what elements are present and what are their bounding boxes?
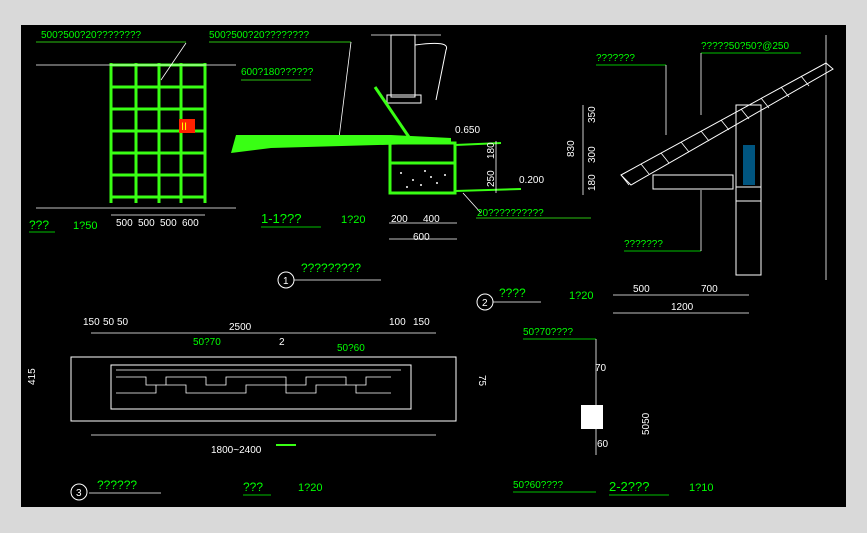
- plan-dim-2: 500: [138, 218, 155, 229]
- section-2-2: 50?70???? 70 60 5050 50?60???? 2-2??? 1?…: [513, 327, 713, 496]
- s22-label-bottom: 50?60????: [513, 480, 563, 491]
- lintel-frame: [70, 356, 457, 422]
- d3-dim-3: 50: [117, 317, 129, 328]
- roof-dim-h-total: 1200: [671, 302, 694, 313]
- d3-height: 415: [27, 368, 38, 385]
- section11-label-bottom: 20??????????: [477, 208, 544, 219]
- column-base: [386, 94, 422, 104]
- s22-d70: 70: [595, 363, 607, 374]
- cad-drawing-canvas[interactable]: II 500?500?20???????? 500 500 500 600 ??…: [21, 25, 846, 507]
- s22-label-top: 50?70????: [523, 327, 573, 338]
- roof-slope: [620, 62, 834, 186]
- dim-v-2: 250: [486, 170, 497, 187]
- beam-box: [652, 174, 734, 190]
- d3-bottom: 1800~2400: [211, 445, 262, 456]
- roof-dim-h-1: 500: [633, 284, 650, 295]
- roof-dim-3: 180: [587, 174, 598, 191]
- roof-note-bottom: ???????: [624, 239, 663, 250]
- d3-label-b: 50?60: [337, 343, 365, 354]
- ground: [454, 142, 502, 146]
- cad-drawing: II 500?500?20???????? 500 500 500 600 ??…: [27, 30, 834, 501]
- d3-dim-4: 2500: [229, 322, 252, 333]
- detail2-scale: 1?20: [569, 290, 593, 302]
- elev-1: 0.650: [455, 125, 480, 136]
- plan-view: II 500?500?20???????? 500 500 500 600 ??…: [29, 30, 236, 233]
- dim-h-1: 200: [391, 214, 408, 225]
- section11-scale: 1?20: [341, 214, 365, 226]
- roof-dim-h-2: 700: [701, 284, 718, 295]
- plan-dim-1: 500: [116, 218, 133, 229]
- detail1-label: ?????????: [301, 261, 361, 275]
- section11-title: 1-1???: [261, 211, 301, 226]
- detail2-number: 2: [482, 298, 488, 309]
- s22-d5050: 5050: [641, 412, 652, 435]
- detail-3-elevation: 150 50 50 2500 100 150 50?70 50?60 2 415…: [27, 317, 487, 501]
- d3-dim-2: 50: [103, 317, 115, 328]
- column-glass: [743, 145, 755, 185]
- plan-scale-name: ???: [29, 218, 49, 232]
- dim-h-2: 400: [423, 214, 440, 225]
- detail3-circle: [70, 483, 88, 501]
- d3-dim-6: 150: [413, 317, 430, 328]
- detail-1-label: 1 ?????????: [277, 261, 381, 289]
- detail1-number: 1: [283, 276, 289, 287]
- detail3-number: 3: [76, 488, 82, 499]
- detail3-scale: 1?20: [298, 482, 322, 494]
- d3-label-a: 50?70: [193, 337, 221, 348]
- strut: [373, 86, 415, 144]
- fretwork: [116, 369, 401, 394]
- s22-title: 2-2???: [609, 479, 649, 494]
- roof-dim-1: 350: [587, 106, 598, 123]
- detail2-label: ????: [499, 286, 526, 300]
- plan-label-top: 500?500?20????????: [41, 30, 142, 41]
- leader: [462, 192, 482, 214]
- column-band: [735, 186, 762, 202]
- leader: [338, 41, 352, 139]
- dim-v-1: 180: [486, 142, 497, 159]
- dim-total: 600: [413, 232, 430, 243]
- section-1-1: 500?500?20???????? 600?180?????? 0.650 0…: [209, 30, 591, 243]
- column: [390, 34, 416, 98]
- plan-scale: 1?50: [73, 220, 97, 232]
- section11-label-mid: 600?180??????: [241, 67, 314, 78]
- section11-label-top: 500?500?20????????: [209, 30, 310, 41]
- footing-top: [388, 141, 457, 165]
- beam: [231, 135, 451, 153]
- leader-line: [160, 42, 187, 81]
- roof-column: [735, 104, 762, 276]
- d3-dim-5: 100: [389, 317, 406, 328]
- roof-dim-total: 830: [566, 140, 577, 157]
- elev-2: 0.200: [519, 175, 544, 186]
- lintel-inner: [110, 364, 412, 410]
- d3-dim-1: 150: [83, 317, 100, 328]
- bracket: [414, 42, 448, 101]
- plan-dim-3: 500: [160, 218, 177, 229]
- ground: [454, 188, 522, 192]
- plan-dim-4: 600: [182, 218, 199, 229]
- d3-cut: 2: [279, 337, 285, 348]
- detail3-name: ???: [243, 480, 263, 494]
- s22-scale: 1?10: [689, 482, 713, 494]
- detail3-label: ??????: [97, 478, 137, 492]
- plan-mark: II: [181, 121, 187, 133]
- s22-profile: [581, 405, 603, 429]
- s22-d60: 60: [597, 439, 609, 450]
- roof-dim-2: 300: [587, 146, 598, 163]
- roof-tiles: [620, 75, 810, 186]
- roof-note-top: ?????50?50?@250: [701, 41, 789, 52]
- mark-box: [179, 119, 195, 133]
- roof-note-left: ???????: [596, 53, 635, 64]
- gravel-hatch: [400, 170, 446, 188]
- footing-base: [388, 161, 457, 195]
- detail-2-roof: 350 300 180 830 ??????? ?????50?50?@250 …: [476, 35, 834, 314]
- d3-height2: 75: [476, 375, 487, 387]
